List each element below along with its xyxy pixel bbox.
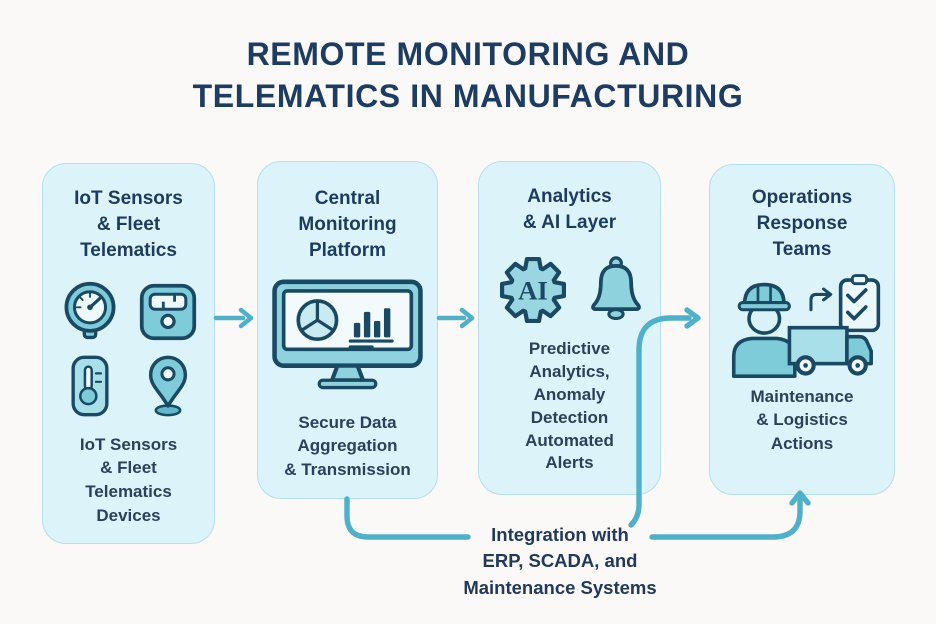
ops-icon-wrap (710, 272, 894, 383)
box-operations-header: Operations Response Teams (751, 187, 853, 261)
box-iot-header: IoT Sensors & Fleet Telematics (74, 188, 183, 262)
box-operations-subtext: Maintenance & Logistics Actions (750, 386, 854, 454)
box-central-subtext: Secure Data Aggregation & Transmission (284, 412, 411, 480)
box-central-monitoring: Central Monitoring Platform (257, 161, 438, 499)
arrow-central-to-analytics (436, 307, 475, 329)
iot-icons-grid (43, 279, 214, 419)
meter-device-icon (139, 283, 196, 340)
box-analytics-header: Analytics & AI Layer (522, 186, 617, 234)
box-analytics-subtext: Predictive Analytics, Anomaly Detection … (525, 339, 614, 473)
ai-gear-icon: AI (499, 257, 566, 324)
location-pin-icon (148, 355, 187, 417)
ai-gear-label: AI (518, 276, 548, 306)
bell-icon (590, 256, 641, 321)
arrow-iot-to-central (213, 307, 254, 329)
box-operations-response: Operations Response Teams (709, 164, 895, 495)
gauge-icon (64, 281, 115, 339)
box-analytics-ai: Analytics & AI Layer AI Predictive Analy… (478, 161, 661, 495)
box-iot-subtext: IoT Sensors & Fleet Telematics Devices (79, 434, 178, 526)
monitor-icon-wrap (258, 277, 437, 401)
thermometer-icon (70, 355, 109, 416)
box-iot-sensors: IoT Sensors & Fleet Telematics (42, 163, 215, 544)
integration-label: Integration with ERP, SCADA, and Mainten… (463, 524, 657, 598)
page-title: REMOTE MONITORING AND TELEMATICS IN MANU… (192, 36, 744, 114)
worker-truck-clipboard-icon (731, 273, 881, 378)
monitor-dashboard-icon (272, 279, 423, 389)
box-central-header: Central Monitoring Platform (298, 188, 397, 262)
analytics-icons-row: AI (479, 248, 660, 332)
